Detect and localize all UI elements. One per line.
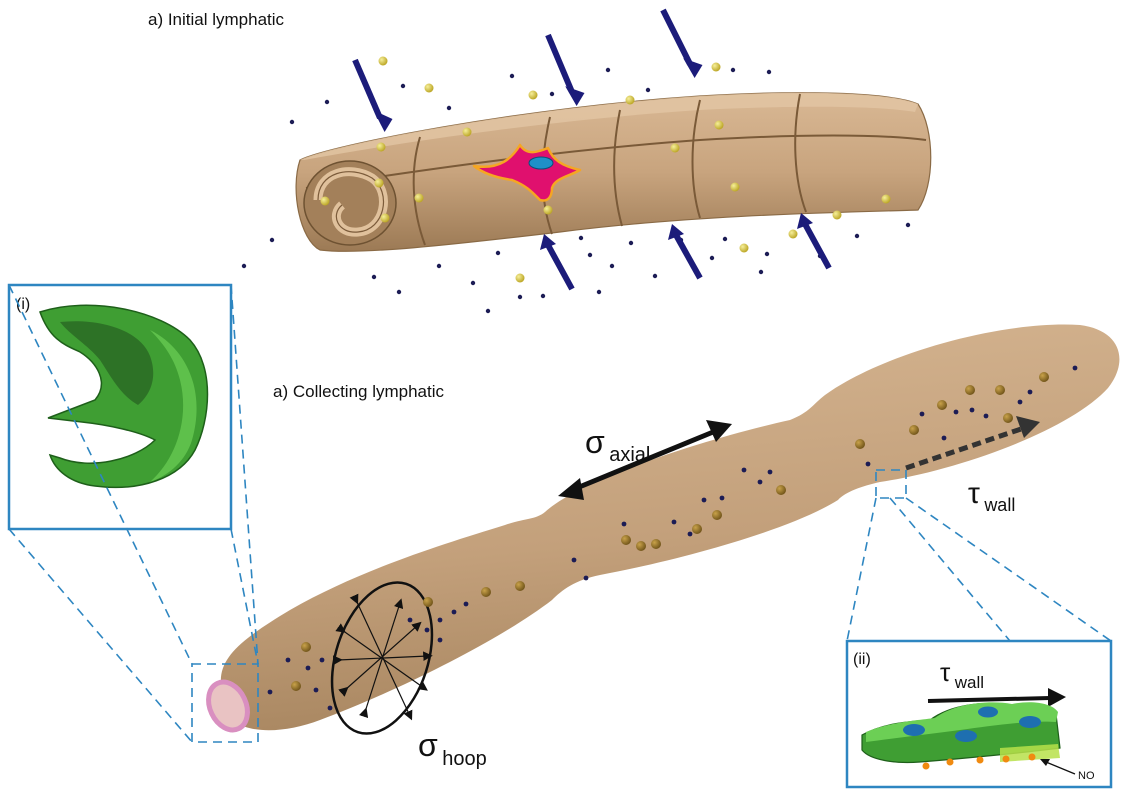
sigma-hoop-label: σ hoop [418,727,487,770]
tau-wall-label: τ wall [968,477,1015,515]
initial-lymphatic-title: a) Initial lymphatic [148,10,285,29]
inset-ii-label: (ii) [853,651,871,668]
inset-ii: (ii) τ wall NO [847,641,1111,787]
inflow-arrow [797,213,829,268]
inflow-arrow [663,10,703,79]
sigma-axial-label: σ axial [585,424,650,466]
initial-vessel-cut-end [304,161,396,245]
no-label: NO [1078,770,1095,782]
inflow-arrow [540,234,572,289]
collecting-lymphatic-title: a) Collecting lymphatic [273,382,445,401]
inflow-arrow [668,224,700,278]
initial-lymphatic-vessel [242,10,931,313]
inflow-arrow [355,60,393,133]
inset-i: (i) [9,285,231,529]
inflow-arrow [548,35,585,107]
